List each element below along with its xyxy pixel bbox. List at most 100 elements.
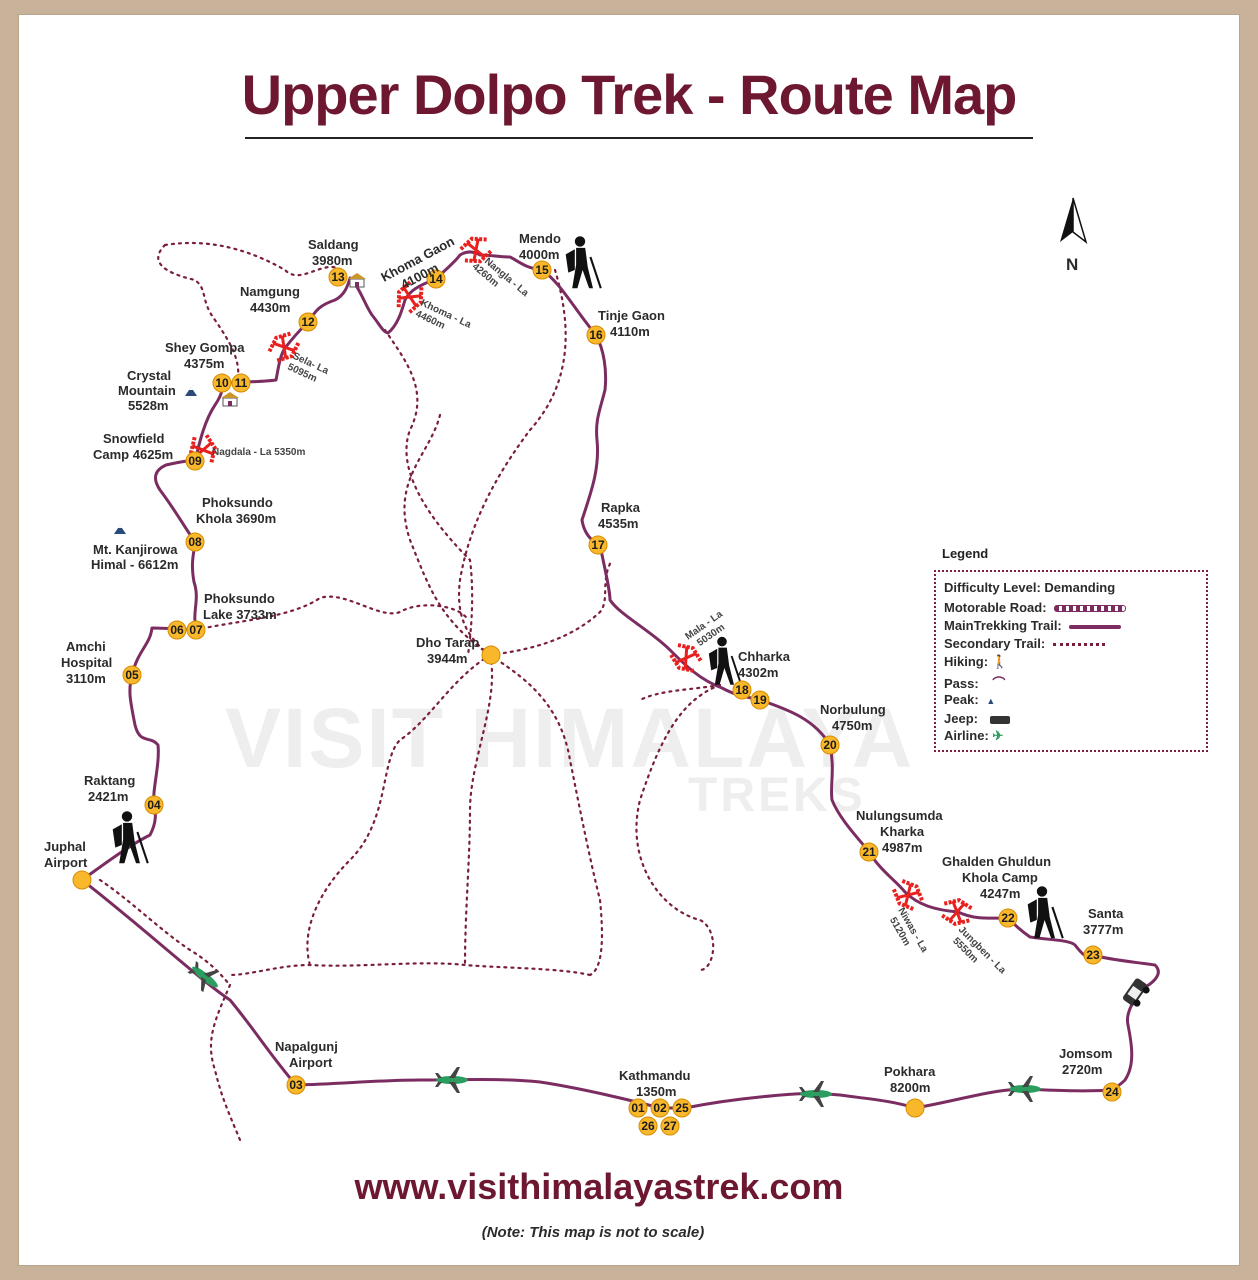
- stop-circle: [185, 532, 205, 552]
- stop-circle: [750, 690, 770, 710]
- stop-number: 26: [641, 1119, 655, 1133]
- north-label: N: [1066, 255, 1078, 274]
- stop-circle: [859, 842, 879, 862]
- stop-marker: 13: [328, 267, 348, 287]
- peak-icon: [185, 387, 197, 396]
- legend-label: MainTrekking Trail:: [944, 618, 1062, 633]
- legend-title: Legend: [942, 546, 989, 561]
- stop-circle: [660, 1116, 680, 1136]
- legend-row-airline: Airline: ✈: [944, 728, 1003, 744]
- stop-marker: 24: [1102, 1082, 1122, 1102]
- stop-number: 08: [188, 535, 202, 549]
- stop-circle: [588, 535, 608, 555]
- stop-marker: 19: [750, 690, 770, 710]
- stop-marker: 08: [185, 532, 205, 552]
- secondary-trail-icon: [1052, 643, 1105, 647]
- stop-circle: [628, 1098, 648, 1118]
- jeep-icon: [989, 715, 1010, 724]
- stop-marker: 09: [185, 451, 205, 471]
- stop-marker: 23: [1083, 945, 1103, 965]
- legend-box: [934, 570, 1208, 752]
- pokhara-dot: [905, 1098, 925, 1118]
- pass-label-mala: Mala - La5030m: [683, 609, 732, 653]
- stop-number: 02: [653, 1101, 667, 1115]
- stop-marker: 14: [426, 269, 446, 289]
- scale-note: (Note: This map is not to scale): [481, 1224, 705, 1241]
- stop-circle: [732, 680, 752, 700]
- website-url: www.visithimalayastrek.com: [354, 1166, 844, 1207]
- pass-label-jungben: Jungben - La5550m: [947, 924, 1008, 985]
- stop-number: 07: [189, 623, 203, 637]
- stop-number: 10: [215, 376, 229, 390]
- stop-number: 18: [735, 683, 749, 697]
- north-arrow-icon: N: [1060, 197, 1088, 274]
- stop-number: 27: [663, 1119, 677, 1133]
- stop-circle: [186, 620, 206, 640]
- stop-circle: [1102, 1082, 1122, 1102]
- stop-number: 20: [823, 738, 837, 752]
- stop-circle: [212, 373, 232, 393]
- legend-row-peak: Peak: ▲: [944, 692, 995, 707]
- stop-marker: 02: [650, 1098, 670, 1118]
- legend-row-jeep: Jeep:: [944, 711, 1010, 726]
- road-icon: [1054, 605, 1127, 613]
- legend-label: Pass:: [944, 676, 979, 691]
- gompa-icon: [220, 391, 240, 407]
- stop-number: 04: [147, 798, 161, 812]
- legend-row-road: Motorable Road:: [944, 600, 1127, 615]
- watermark-sub: TREKS: [688, 769, 866, 822]
- pass-label-sela: Sela- La5095m: [286, 351, 331, 388]
- stop-number: 17: [591, 538, 605, 552]
- dho-tarap-dot: [481, 645, 501, 665]
- stop-circle: [122, 665, 142, 685]
- stop-circle: [328, 267, 348, 287]
- stop-circle: [298, 312, 318, 332]
- pass-icon: ⌒: [992, 676, 1006, 691]
- legend-row-main: MainTrekking Trail:: [944, 618, 1122, 633]
- plane-icon: [799, 1081, 832, 1107]
- legend-row-hiking: Hiking: 🚶: [944, 654, 1008, 670]
- stop-number: 13: [331, 270, 345, 284]
- hiker-icon: 🚶: [991, 654, 1008, 669]
- stop-circle: [672, 1098, 692, 1118]
- legend-label: Peak:: [944, 692, 979, 707]
- pass-label-khoma: Khoma - La4460m: [414, 298, 473, 342]
- stop-circle: [638, 1116, 658, 1136]
- stop-number: 03: [289, 1078, 303, 1092]
- juphal-airport-dot: [72, 870, 92, 890]
- stop-number: 05: [125, 668, 139, 682]
- stop-number: 24: [1105, 1085, 1119, 1099]
- stop-marker: 11: [231, 373, 251, 393]
- stop-number: 21: [862, 845, 876, 859]
- watermark: VISIT HIMALAYA: [225, 691, 915, 785]
- peak-icon: ▲: [986, 696, 996, 706]
- stop-circle: [532, 260, 552, 280]
- legend-label: Motorable Road:: [944, 600, 1047, 615]
- legend-difficulty: Difficulty Level: Demanding: [944, 580, 1116, 595]
- stop-marker: 20: [820, 735, 840, 755]
- stop-number: 19: [753, 693, 767, 707]
- stop-marker: 16: [586, 325, 606, 345]
- stop-number: 22: [1001, 911, 1015, 925]
- hiker-icon: [707, 635, 743, 686]
- main-trail-icon: [1069, 624, 1122, 629]
- stop-number: 11: [235, 376, 248, 390]
